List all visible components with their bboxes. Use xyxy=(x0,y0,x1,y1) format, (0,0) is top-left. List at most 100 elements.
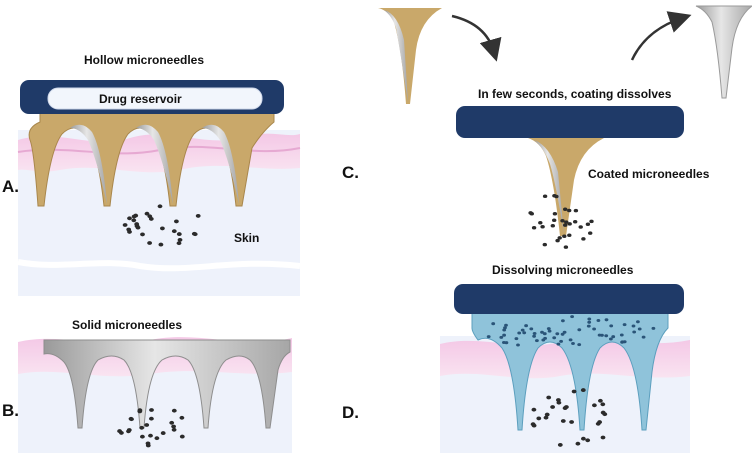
drug-particle xyxy=(491,322,496,326)
drug-particle xyxy=(619,333,624,337)
drug-particle xyxy=(550,223,555,228)
drug-particle xyxy=(529,327,534,331)
drug-particle xyxy=(552,212,558,216)
drug-particle xyxy=(128,416,134,421)
drug-particle xyxy=(585,438,591,443)
drug-particle xyxy=(126,428,132,432)
drug-particle xyxy=(504,323,508,327)
hollow-needle-wall xyxy=(136,124,173,204)
drug-particle xyxy=(567,208,572,213)
coated-needle xyxy=(528,138,604,236)
drug-particle xyxy=(571,389,577,394)
drug-particle xyxy=(568,338,573,342)
drug-particle xyxy=(600,402,606,407)
coated-microneedles-label: Coated microneedles xyxy=(588,167,710,181)
drug-particle xyxy=(517,331,522,335)
drug-particle xyxy=(546,395,552,400)
drug-particle xyxy=(147,214,153,219)
drug-particle xyxy=(171,424,177,429)
drug-particle xyxy=(636,320,640,324)
drug-particle xyxy=(528,211,533,215)
drug-particle xyxy=(542,332,547,336)
needle-core xyxy=(384,10,408,102)
drug-particle xyxy=(632,330,637,334)
drug-particle xyxy=(577,343,582,347)
drug-particle xyxy=(179,415,185,420)
drug-particle xyxy=(147,241,153,245)
drug-particle xyxy=(555,238,560,243)
base-plate xyxy=(456,106,684,138)
drug-particle xyxy=(516,343,520,347)
base-plate xyxy=(454,284,684,314)
drug-particle xyxy=(631,324,636,328)
drug-particle xyxy=(604,318,609,322)
drug-particles xyxy=(117,408,185,448)
drug-particle xyxy=(556,400,562,405)
drug-particle xyxy=(179,434,185,439)
drug-particle xyxy=(557,442,563,447)
drug-particle xyxy=(140,232,145,237)
drug-particle xyxy=(160,226,165,231)
drug-particle xyxy=(502,328,507,332)
panel-a-title: Hollow microneedles xyxy=(84,53,204,67)
drug-particle xyxy=(154,436,160,441)
drug-particle xyxy=(541,338,546,342)
drug-particle xyxy=(581,237,586,241)
drug-particle xyxy=(622,323,627,327)
drug-particle xyxy=(134,224,140,228)
panel-letter-c: C. xyxy=(342,163,359,182)
drug-particle xyxy=(585,222,591,227)
drug-particle xyxy=(571,341,575,346)
drug-particle xyxy=(532,334,536,338)
drug-particle xyxy=(192,232,198,237)
drug-particle xyxy=(597,333,602,337)
drug-particle xyxy=(157,204,163,209)
drug-particle xyxy=(589,219,594,224)
drug-particle xyxy=(127,216,132,221)
drug-particle xyxy=(532,331,537,336)
coated-needle xyxy=(378,8,442,104)
drug-particle xyxy=(554,194,559,199)
solid-needle-array xyxy=(43,339,291,429)
drug-particle xyxy=(538,220,543,225)
drug-particle xyxy=(596,318,601,323)
drug-particle xyxy=(569,420,574,424)
drug-particle xyxy=(611,335,616,339)
drug-particles xyxy=(528,194,594,249)
hollow-needle-wall xyxy=(70,124,107,204)
drug-particle xyxy=(600,435,606,440)
drug-particle xyxy=(149,408,154,412)
drug-particle xyxy=(486,335,491,339)
drug-particle xyxy=(139,425,145,430)
drug-particle xyxy=(567,222,572,226)
drug-particle xyxy=(560,219,565,223)
drug-particle xyxy=(578,225,583,229)
panel-letter-d: D. xyxy=(342,403,359,422)
drug-particles xyxy=(486,315,656,347)
drug-particle xyxy=(587,317,592,321)
panel-letter-a: A. xyxy=(2,177,19,196)
drug-particle xyxy=(171,229,177,234)
drug-particle xyxy=(563,223,568,227)
drug-particle xyxy=(531,226,537,230)
drug-particle xyxy=(160,431,166,436)
drug-particle xyxy=(177,237,183,242)
drug-particle xyxy=(587,320,592,324)
drug-particle xyxy=(561,319,565,323)
drug-particle xyxy=(144,211,150,216)
drug-particle xyxy=(562,330,567,334)
drug-particle xyxy=(531,407,537,412)
needle-core xyxy=(534,140,564,234)
hollow-needle-wall xyxy=(202,124,239,204)
drug-particle xyxy=(540,225,545,229)
drug-particle xyxy=(577,328,582,332)
drug-particle xyxy=(535,339,539,343)
drug-particle xyxy=(563,207,568,212)
drug-particle xyxy=(520,328,525,332)
drug-particle xyxy=(117,429,122,434)
drug-particle xyxy=(169,420,175,425)
drug-particle xyxy=(137,408,143,413)
drug-particle xyxy=(140,434,145,439)
drug-particle xyxy=(524,324,528,328)
drug-particle xyxy=(133,213,139,218)
